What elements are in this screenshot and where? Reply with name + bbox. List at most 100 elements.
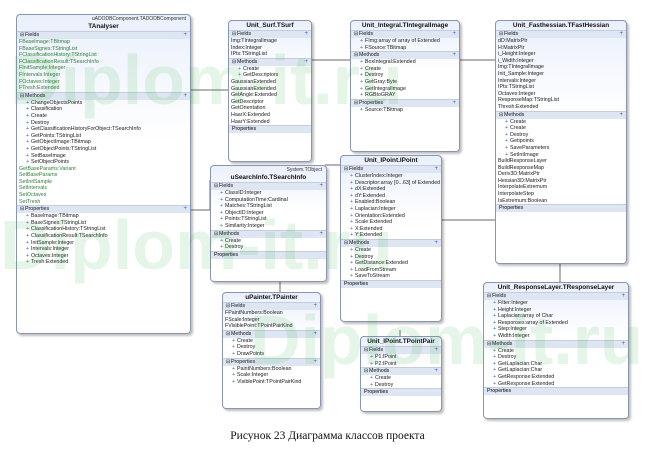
- method-item: +GetResponse:Extended: [493, 373, 555, 380]
- method-item: +Destroy: [26, 119, 50, 126]
- section-properties[interactable]: Properties: [484, 387, 628, 396]
- method-item: GetBaseParams:Variant: [19, 165, 76, 172]
- property-item: +BaseSignes:TStringList: [26, 219, 87, 226]
- class-title: Unit_Integral.TIntegralImage: [361, 22, 449, 29]
- class-tfasthessian[interactable]: Unit_Fasthessian.TFastHessian ⊟Fields+ d…: [495, 20, 627, 264]
- field-item: FPaintNumbers:Boolean: [225, 310, 283, 316]
- method-item: GaussianExtended: [231, 78, 276, 85]
- field-item: +FImg:array of array of Extended: [360, 38, 440, 44]
- property-item: +Tresh:Extended: [26, 259, 69, 266]
- class-title: Unit_ResponseLayer.TResponseLayer: [497, 284, 615, 291]
- section-methods[interactable]: ⊟Methods+: [484, 339, 628, 348]
- class-title: Unit_IPoint.TPointPair: [367, 338, 435, 345]
- class-tpointpair[interactable]: Unit_IPoint.TPointPair ⊟Fields+ +P1:IPoi…: [360, 336, 442, 412]
- method-item: +GetDescriptors: [238, 72, 279, 79]
- class-tintegralimage[interactable]: Unit_Integral.TIntegralImage ⊟Fields+ +F…: [350, 20, 460, 152]
- method-item: +Create: [238, 65, 259, 72]
- class-title: Unit_IPoint.IPoint: [364, 157, 418, 164]
- section-properties[interactable]: ⊟Properties+: [17, 205, 190, 214]
- field-item: Index:Integer: [231, 44, 262, 51]
- method-item: +Create: [493, 347, 514, 354]
- field-item: FClassificationHistory:TStringList: [19, 52, 97, 59]
- method-item: HaarX:Extended: [231, 111, 270, 118]
- property-item: +InitSample:Integer: [26, 239, 74, 246]
- section-label: Methods: [231, 330, 252, 337]
- field-item: +ClusterIndex:Integer: [350, 173, 403, 179]
- section-methods[interactable]: ⊟Methods+: [361, 367, 441, 376]
- field-item: Init_Sample:Integer: [498, 70, 544, 77]
- section-fields[interactable]: ⊟Fields+: [341, 165, 441, 173]
- section-properties[interactable]: Properties: [229, 125, 311, 134]
- section-label: Properties: [359, 99, 384, 106]
- method-item: +Destroy: [493, 354, 517, 361]
- class-ipoint[interactable]: Unit_IPoint.IPoint ⊟Fields+ +ClusterInde…: [340, 155, 442, 322]
- class-title: Unit_Surf.TSurf: [246, 22, 294, 29]
- section-fields[interactable]: ⊟Fields+: [484, 292, 628, 300]
- field-item: Intervals:Integer: [498, 77, 536, 84]
- property-item: +Baselmage:TBitmap: [26, 213, 79, 220]
- field-item: +FSource:TBitmap: [360, 44, 407, 51]
- method-item: BuildResponseLayer: [498, 158, 547, 165]
- field-item: IPts:TStringList: [231, 51, 267, 58]
- method-item: +GetLaplacian:Char: [493, 367, 543, 374]
- method-item: +GetResponse:Extended: [493, 380, 555, 387]
- method-item: +GetIntegralImage: [360, 85, 406, 92]
- method-item: +SetBaseImage: [26, 152, 66, 159]
- section-properties[interactable]: Properties: [211, 250, 326, 259]
- section-label: Methods: [492, 340, 513, 347]
- section-properties[interactable]: ⊟Properties+: [223, 357, 320, 366]
- method-item: HaarY:Extended: [231, 118, 270, 125]
- method-item: GetDescriptor: [231, 98, 264, 105]
- method-item: +SetObjectPoints: [26, 159, 69, 166]
- section-fields[interactable]: ⊟Fields+: [211, 182, 326, 190]
- section-methods[interactable]: ⊟Methods+: [223, 329, 320, 338]
- field-item: +Scale:Extended: [350, 219, 393, 226]
- method-item: SetIntervals: [19, 185, 47, 192]
- section-fields[interactable]: ⊟Fields+: [361, 346, 441, 354]
- section-label: Fields: [219, 183, 234, 189]
- section-methods[interactable]: ⊟Methods+: [17, 91, 190, 100]
- field-item: Octaves:Integer: [498, 90, 536, 97]
- section-label: Methods: [504, 111, 525, 118]
- section-methods[interactable]: ⊟Methods+: [211, 229, 326, 238]
- section-fields[interactable]: ⊟Fields+: [223, 302, 320, 310]
- section-fields[interactable]: ⊟Fields+: [229, 30, 311, 38]
- section-label: Fields: [237, 31, 252, 37]
- section-fields[interactable]: ⊟Fields+: [17, 31, 190, 39]
- section-fields[interactable]: ⊟Fields+: [496, 30, 626, 38]
- section-methods[interactable]: ⊟Methods+: [496, 110, 626, 119]
- field-item: FClassificationResult:TSearchInfo: [19, 58, 99, 65]
- section-methods[interactable]: ⊟Methods+: [351, 51, 459, 60]
- class-stereotype: uADODBComponent.TADODBComponent: [91, 16, 186, 22]
- section-properties[interactable]: Properties: [496, 204, 626, 213]
- method-item: +Destroy: [220, 244, 244, 251]
- section-methods[interactable]: ⊟Methods+: [229, 57, 311, 66]
- section-label: Fields: [359, 31, 374, 37]
- section-properties[interactable]: ⊟Properties+: [351, 98, 459, 107]
- method-item: BuildResponseMap: [498, 164, 544, 171]
- class-tsurf[interactable]: Unit_Surf.TSurf ⊟Fields+ Img:TIntegralIm…: [228, 20, 312, 162]
- field-item: Img:TIntegralImage: [231, 38, 277, 44]
- section-label: Fields: [25, 32, 40, 38]
- field-item: H:MatrixPtr: [498, 44, 525, 51]
- class-tresponselayer[interactable]: Unit_ResponseLayer.TResponseLayer ⊟Field…: [483, 282, 629, 419]
- field-item: +Orientation:Extended: [350, 212, 405, 219]
- field-item: dD:MatrixPtr: [498, 38, 528, 44]
- field-item: Img:TIntegralImage: [498, 64, 544, 71]
- property-item: +PaintNumbers:Boolean: [232, 365, 292, 372]
- section-fields[interactable]: ⊟Fields+: [351, 30, 459, 38]
- method-item: +Create: [360, 65, 381, 72]
- section-methods[interactable]: ⊟Methods+: [341, 238, 441, 247]
- field-item: +Points:TStringList: [220, 216, 267, 223]
- class-tpainter[interactable]: uPainter.TPainter ⊟Fields+ FPaintNumbers…: [222, 292, 321, 409]
- method-item: InterpolateStep: [498, 191, 534, 198]
- class-tanalyser[interactable]: uADODBComponent.TADODBComponent TAnalyse…: [16, 14, 191, 334]
- field-item: FVisiblePoint:TPointPairKind: [225, 323, 293, 330]
- section-label: Fields: [492, 293, 507, 299]
- method-item: Deriv3D:MatrixPtr: [498, 171, 540, 178]
- section-label: Fields: [369, 347, 384, 353]
- section-properties[interactable]: Properties: [341, 279, 441, 288]
- class-tsearchinfo[interactable]: System.TObject uSearchInfo.TSearchInfo ⊟…: [210, 165, 327, 282]
- section-properties[interactable]: Properties: [361, 388, 441, 397]
- field-item: +P1:IPoint: [370, 354, 397, 360]
